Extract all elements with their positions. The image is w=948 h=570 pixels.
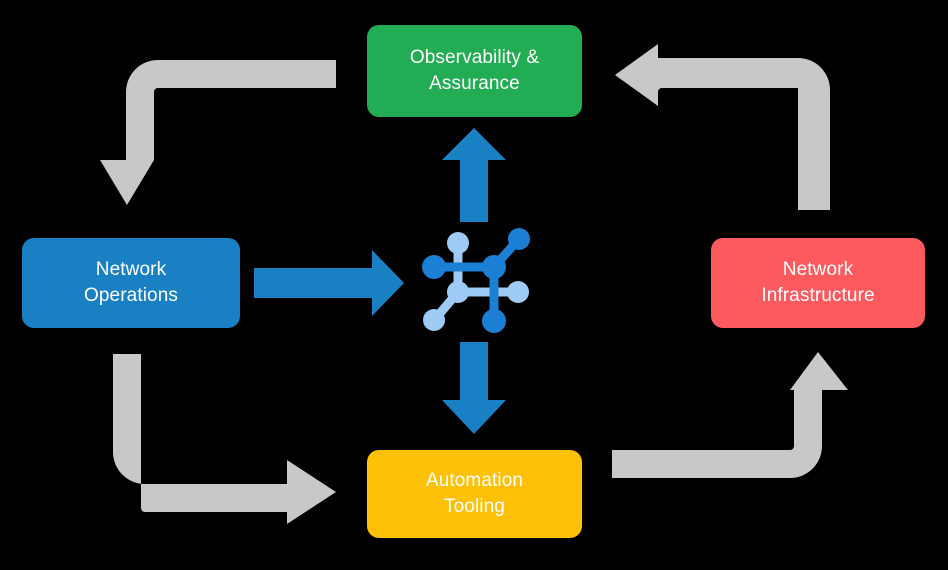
arrow-hub-to-observability xyxy=(442,128,506,222)
node-label-automation-tooling: Automation Tooling xyxy=(425,470,524,517)
arrow-infrastructure-to-observability xyxy=(615,44,830,210)
node-network-infrastructure[interactable]: Network Infrastructure xyxy=(711,238,925,328)
arrow-automation-to-infrastructure xyxy=(612,352,848,478)
node-automation-tooling[interactable]: Automation Tooling xyxy=(367,450,582,538)
node-label-network-operations: Network Operations xyxy=(84,259,178,306)
node-label-observability: Observability & Assurance xyxy=(409,47,540,94)
node-observability-assurance[interactable]: Observability & Assurance xyxy=(367,25,582,117)
node-label-network-infrastructure: Network Infrastructure xyxy=(761,259,875,306)
arrow-hub-to-automation xyxy=(442,342,506,434)
arrow-operations-to-automation xyxy=(113,354,336,524)
arrow-operations-to-hub xyxy=(254,250,404,316)
node-network-operations[interactable]: Network Operations xyxy=(22,238,240,328)
arrow-observability-to-operations xyxy=(100,60,336,205)
